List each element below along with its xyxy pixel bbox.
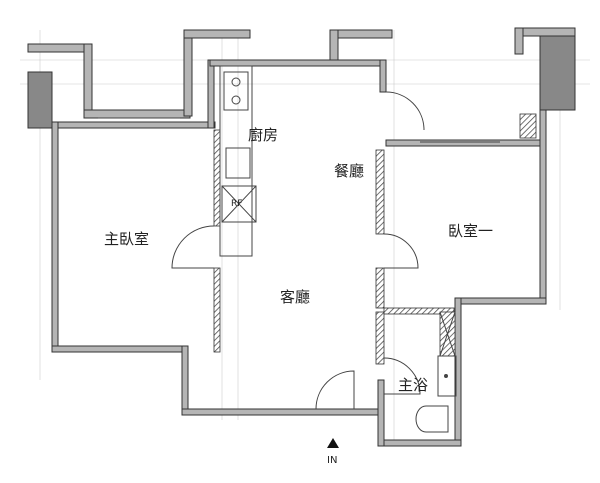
fridge-label: RF	[231, 199, 243, 209]
basin-icon	[437, 355, 457, 397]
entrance-arrow-icon	[327, 438, 339, 448]
bath-fixtures	[415, 311, 457, 433]
room-label-kitchen: 廚房	[248, 126, 279, 144]
room-label-dining: 餐廳	[334, 162, 365, 180]
toilet-icon	[415, 405, 449, 433]
room-label-master-bedroom: 主臥室	[104, 230, 150, 248]
fridge-icon	[221, 185, 257, 223]
kitchen-fixtures	[219, 65, 257, 257]
room-label-bedroom-one: 臥室一	[448, 222, 494, 240]
entrance-label: IN	[327, 455, 338, 466]
room-label-master-bath: 主浴	[398, 376, 429, 394]
doors	[98, 91, 500, 410]
sink-icon	[225, 147, 251, 179]
room-label-living-room: 客廳	[280, 288, 311, 306]
walls	[27, 27, 576, 447]
